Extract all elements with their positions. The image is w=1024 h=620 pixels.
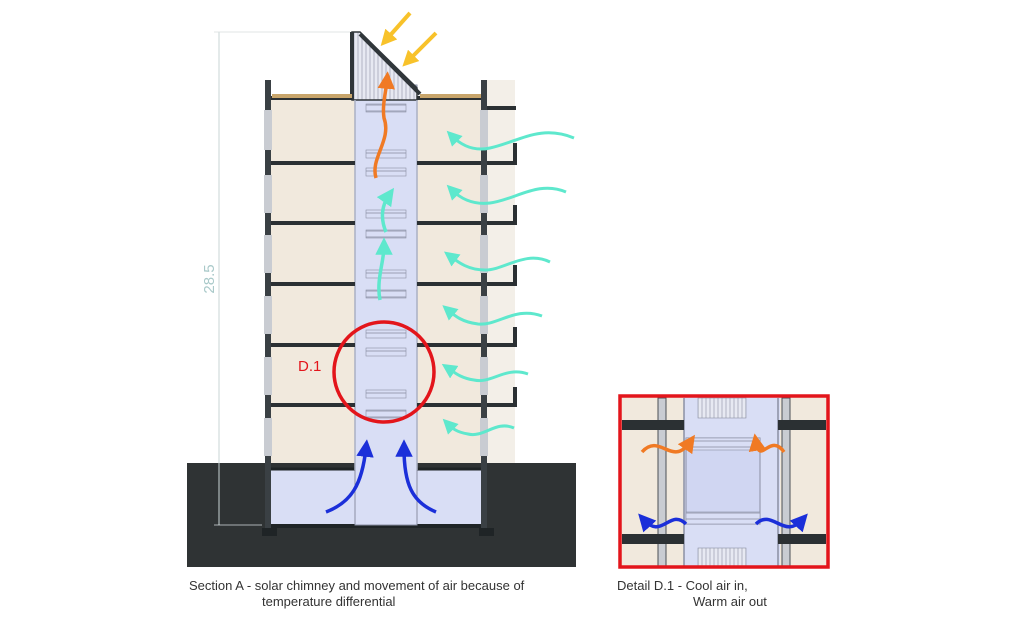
fresh-air-arrow-icon bbox=[444, 251, 551, 272]
detail-d1-panel bbox=[618, 394, 830, 569]
warm-air-arrow-icon bbox=[373, 71, 395, 179]
detail-marker-label: D.1 bbox=[298, 358, 321, 375]
cool-air-arrow-icon bbox=[638, 513, 688, 533]
section-caption-line1: Section A - solar chimney and movement o… bbox=[189, 578, 525, 593]
detail-d1-marker bbox=[332, 320, 436, 424]
cool-air-arrow-icon bbox=[325, 439, 374, 514]
section-a-drawing bbox=[187, 31, 576, 567]
detail-caption-line1: Detail D.1 - Cool air in, bbox=[617, 578, 748, 593]
height-dimension: 28.5 bbox=[201, 31, 350, 526]
cool-air-arrows bbox=[325, 439, 437, 514]
floor-slabs bbox=[265, 161, 515, 407]
fresh-air-arrow-icon bbox=[441, 363, 529, 383]
fresh-air-arrow-icon bbox=[446, 130, 575, 151]
fresh-air-arrow-icon bbox=[375, 237, 393, 301]
sun-ray-arrow-icon bbox=[380, 11, 412, 46]
fresh-air-arrows bbox=[441, 130, 575, 437]
shaft-air-arrows bbox=[375, 187, 395, 301]
fresh-air-arrow-icon bbox=[446, 184, 567, 205]
left-rooms bbox=[270, 98, 355, 463]
fresh-air-arrow-icon bbox=[442, 305, 543, 326]
fresh-air-arrow-icon bbox=[442, 418, 515, 437]
cool-air-arrow-icon bbox=[395, 439, 437, 514]
section-caption-line2: temperature differential bbox=[262, 594, 396, 609]
sun-ray-arrow-icon bbox=[402, 31, 438, 67]
detail-frame bbox=[618, 394, 830, 569]
warm-air-arrow-icon bbox=[640, 434, 695, 455]
sun-rays bbox=[380, 11, 438, 67]
detail-caption-line2: Warm air out bbox=[693, 594, 767, 609]
fresh-air-arrow-icon bbox=[376, 187, 395, 233]
warm-air-arrow-icon bbox=[748, 433, 786, 454]
right-rooms bbox=[417, 98, 487, 463]
cool-air-arrow-icon bbox=[754, 513, 808, 533]
dimension-value: 28.5 bbox=[201, 264, 218, 293]
